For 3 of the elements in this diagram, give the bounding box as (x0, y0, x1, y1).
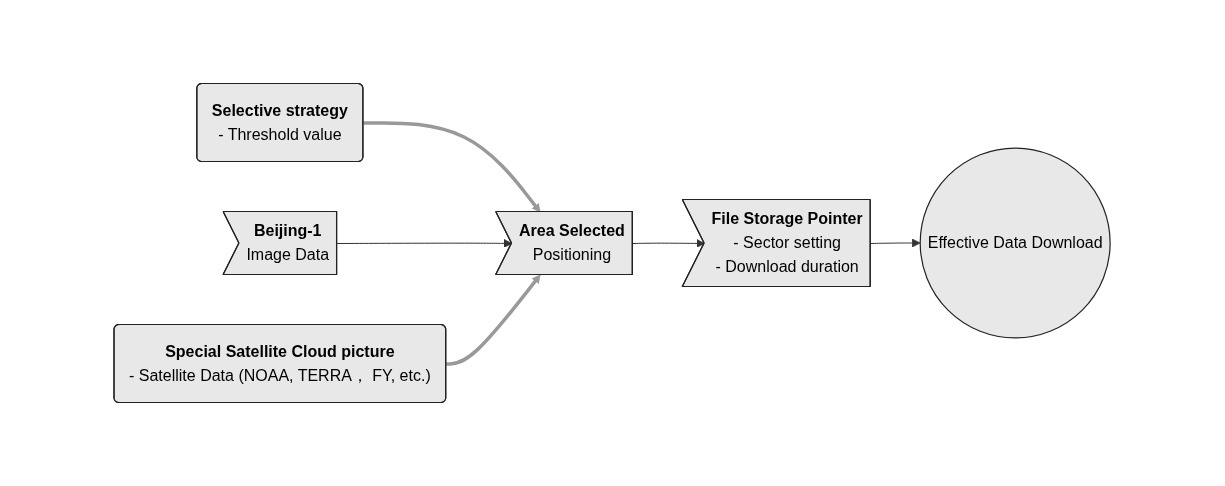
arrow (446, 274, 541, 366)
node-circle: Effective Data Download (920, 147, 1112, 339)
arrow (337, 239, 513, 248)
